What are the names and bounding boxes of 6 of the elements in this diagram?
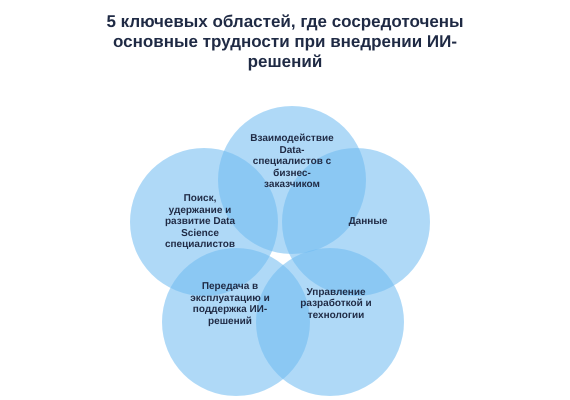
circle-label: Поиск, удержание и развитие Data Science специалистов (164, 193, 236, 251)
circle-label: Взаимодействие Data-специалистов с бизнес-заказчиком (249, 133, 335, 191)
diagram-title: 5 ключевых областей, где сосредоточены основные трудности при внедрении ИИ-решений (105, 12, 465, 72)
circle-label: Передача в эксплуатацию и поддержка ИИ-решений (189, 281, 271, 327)
circle-label: Управление разработкой и технологии (299, 286, 373, 322)
circle-label: Данные (348, 216, 388, 228)
